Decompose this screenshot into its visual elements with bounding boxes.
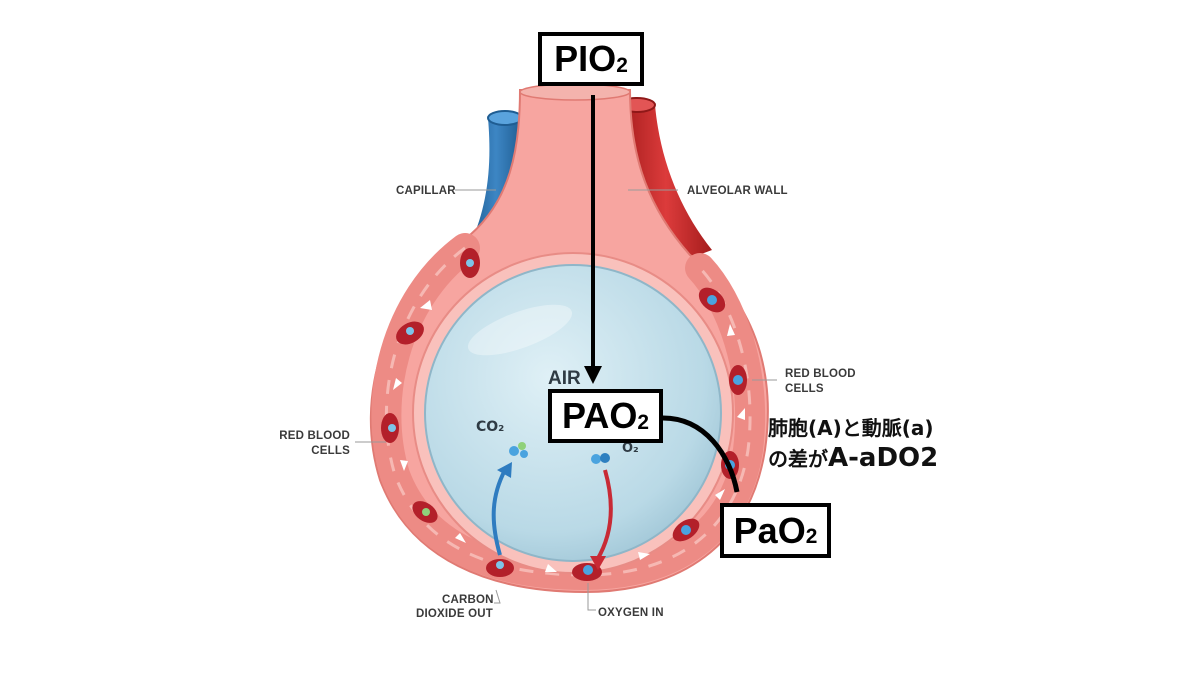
alveolar-wall-label: ALVEOLAR WALL <box>687 185 788 197</box>
air-label: AIR <box>548 368 581 389</box>
annotation-line-2-prefix: の差が <box>768 447 828 471</box>
co2-label: CO₂ <box>476 419 504 435</box>
co2-out-label-2: DIOXIDE OUT <box>416 608 493 620</box>
o2-molecule <box>591 453 610 464</box>
capillary-label: CAPILLAR <box>396 185 456 197</box>
red-blood-cells <box>381 248 747 581</box>
o2-label: O₂ <box>622 441 639 456</box>
co2-out-label-1: CARBON <box>442 594 494 606</box>
pao2-arterial-subscript: 2 <box>805 525 818 549</box>
leader-lines <box>355 189 777 611</box>
rbc-left-label-1: RED BLOOD <box>279 430 350 442</box>
flow-arrows <box>393 300 745 572</box>
pio2-subscript: 2 <box>616 53 628 77</box>
rbc-right-label-2: CELLS <box>785 383 824 395</box>
pao2-alveolar-main: PAO <box>562 395 638 436</box>
pio2-main: PIO <box>554 38 617 79</box>
red-blood-cell <box>672 518 700 542</box>
red-blood-cell <box>381 413 399 443</box>
red-blood-cell <box>396 321 424 345</box>
annotation-line-2: の差がA-aDO2 <box>768 443 938 473</box>
annotation-line-1: 肺胞(A)と動脈(a) <box>768 416 934 440</box>
red-blood-cell <box>412 501 438 523</box>
o2-in-arrow <box>595 469 613 562</box>
red-blood-cell <box>729 365 747 395</box>
red-blood-cell <box>460 248 480 278</box>
red-blood-cell <box>486 559 514 577</box>
rbc-left-label-2: CELLS <box>311 445 350 457</box>
pao2-arterial-main: PaO <box>733 509 806 551</box>
a-ado2-term: A-aDO2 <box>828 443 939 473</box>
rbc-right-label-1: RED BLOOD <box>785 368 856 380</box>
oxygen-in-label: OXYGEN IN <box>598 607 664 619</box>
pao2-to-pao2-art-curve <box>662 415 740 493</box>
red-blood-cell <box>572 563 602 581</box>
red-blood-cell <box>698 287 726 313</box>
co2-molecule <box>509 442 528 458</box>
pao2-alveolar-subscript: 2 <box>637 410 649 434</box>
co2-out-arrow <box>491 469 507 556</box>
